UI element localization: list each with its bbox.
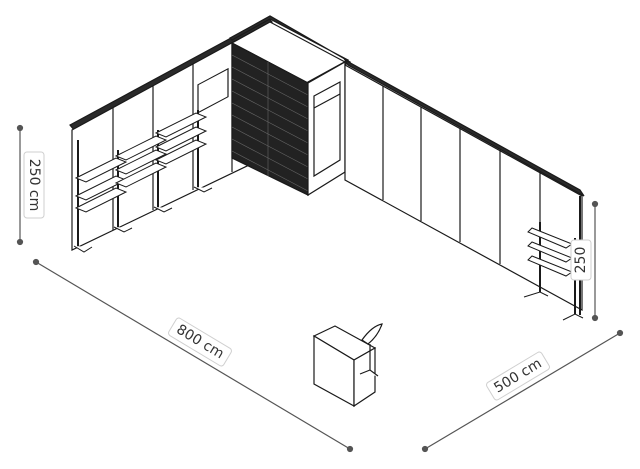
- label-height-left: 250 cm: [23, 151, 45, 219]
- svg-text:250 cm: 250 cm: [26, 159, 42, 212]
- dimension-lines: [16, 124, 624, 453]
- reception-counter: [312, 323, 383, 408]
- svg-text:250: 250: [573, 247, 589, 274]
- storage-room: [229, 15, 352, 197]
- shelving-left: [73, 110, 213, 253]
- shelving-right: [523, 222, 584, 321]
- label-height-right: 250: [570, 239, 592, 281]
- back-right-wall: [343, 58, 585, 315]
